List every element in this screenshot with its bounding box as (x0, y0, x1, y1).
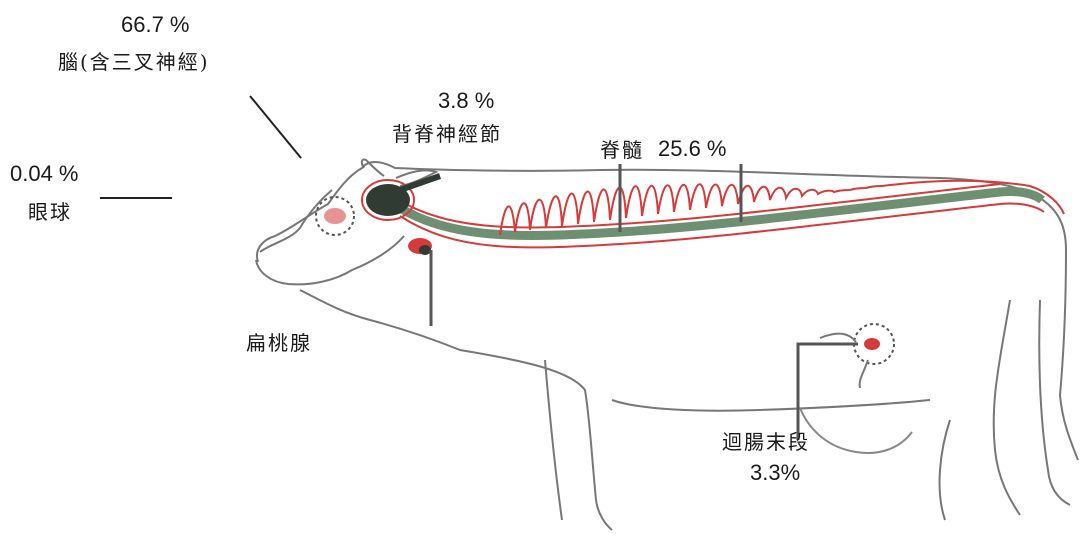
drg-label: 背脊神經節 (392, 124, 502, 144)
ileum-label: 迴腸末段 (722, 432, 810, 452)
tonsil-dark (419, 245, 431, 255)
trigeminal-nerve (400, 176, 440, 190)
eye-percentage: 0.04 % (10, 163, 79, 185)
ileum-intestine (820, 334, 868, 388)
ileum-tissue (864, 338, 880, 350)
ileum-percentage: 3.3% (750, 462, 800, 484)
cow-udder (800, 408, 912, 453)
cow-body-outline (257, 162, 1078, 530)
spinal-cord-tract (395, 191, 1042, 235)
spinal-cord-percentage: 25.6 % (658, 138, 727, 160)
drg-percentage: 3.8 % (438, 90, 494, 112)
spinal-cord-label: 脊髓 (600, 140, 644, 160)
ileum-leader-line (798, 344, 858, 440)
eye-tissue (324, 208, 346, 224)
eye-label: 眼球 (28, 202, 72, 222)
tonsil-label: 扁桃腺 (246, 333, 312, 353)
brain-leader-line (250, 96, 301, 158)
brain-percentage: 66.7 % (121, 14, 190, 36)
brain-label: 腦(含三叉神經) (58, 52, 210, 72)
